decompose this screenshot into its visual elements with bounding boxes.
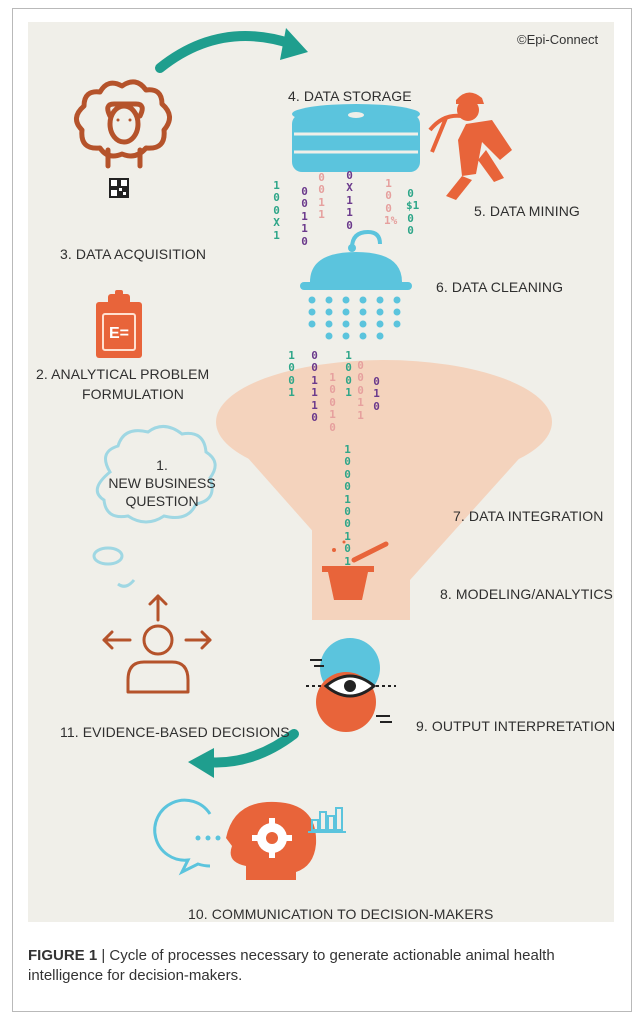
figure-caption: FIGURE 1 | Cycle of processes necessary … [28,946,618,986]
digit-column-storage-3: 0011 [318,171,325,222]
miner-icon [428,92,512,200]
label-analytical-problem-1: 2. ANALYTICAL PROBLEM [36,366,210,382]
copyright-text: ©Epi-Connect [517,32,599,47]
svg-text:E=: E= [109,325,129,342]
label-modeling: 8. MODELING/ANALYTICS [440,586,613,602]
caption-text: | Cycle of processes necessary to genera… [28,947,555,984]
qr-code-icon [109,178,129,198]
digit-column-shower-1: 1001 [288,349,295,400]
label-output-interpretation: 9. OUTPUT INTERPRETATION [416,718,616,734]
digit-column-storage-4: 0X110 [346,169,353,232]
question-line-2: NEW BUSINESS [108,475,216,491]
label-analytical-problem-2: FORMULATION [82,386,184,402]
label-data-storage: 4. DATA STORAGE [288,88,412,104]
label-data-acquisition: 3. DATA ACQUISITION [60,246,207,262]
sheep-icon [74,79,172,169]
bar-chart-icon [308,807,346,833]
digit-column-shower-5: 00011 [357,359,364,422]
digit-column-shower-6: 010 [373,375,380,413]
funnel-shape [216,360,552,620]
digit-column-shower-3: 10010 [329,371,336,434]
database-icon [292,104,420,172]
label-new-business-question: 1. NEW BUSINESS QUESTION [100,456,224,510]
digit-column-storage-6: 0$100 [406,187,420,238]
decision-person-icon [102,594,212,694]
thought-cloud-icon [92,425,217,588]
digit-column-shower-2: 001110 [311,349,318,425]
question-number: 1. [156,457,168,473]
label-evidence-decisions: 11. EVIDENCE-BASED DECISIONS [60,724,290,740]
label-data-mining: 5. DATA MINING [474,203,580,219]
shower-head-icon [300,229,412,340]
label-data-integration: 7. DATA INTEGRATION [453,508,604,524]
cycle-arrow-top [155,28,308,73]
head-gear-icon [226,801,317,880]
water-drops [308,296,401,340]
digit-column-storage-1: 100X1 [273,179,280,242]
digit-column-storage-2: 00110 [301,185,308,248]
digit-column-storage-5: 1001% [384,177,398,228]
speech-bubble-icon [153,798,221,876]
interpretation-eye-icon [306,638,396,732]
digit-column-shower-4: 1001 [345,349,352,400]
clipboard-icon: E= [96,290,142,358]
digit-column-funnel: 1000100101 [344,443,351,568]
label-communication: 10. COMMUNICATION TO DECISION-MAKERS [188,906,494,922]
question-line-3: QUESTION [125,493,199,509]
cycle-arrow-bottom [188,729,299,778]
label-data-cleaning: 6. DATA CLEANING [436,279,564,295]
analytics-pot-icon [322,540,389,600]
figure-label: FIGURE 1 [28,947,98,964]
